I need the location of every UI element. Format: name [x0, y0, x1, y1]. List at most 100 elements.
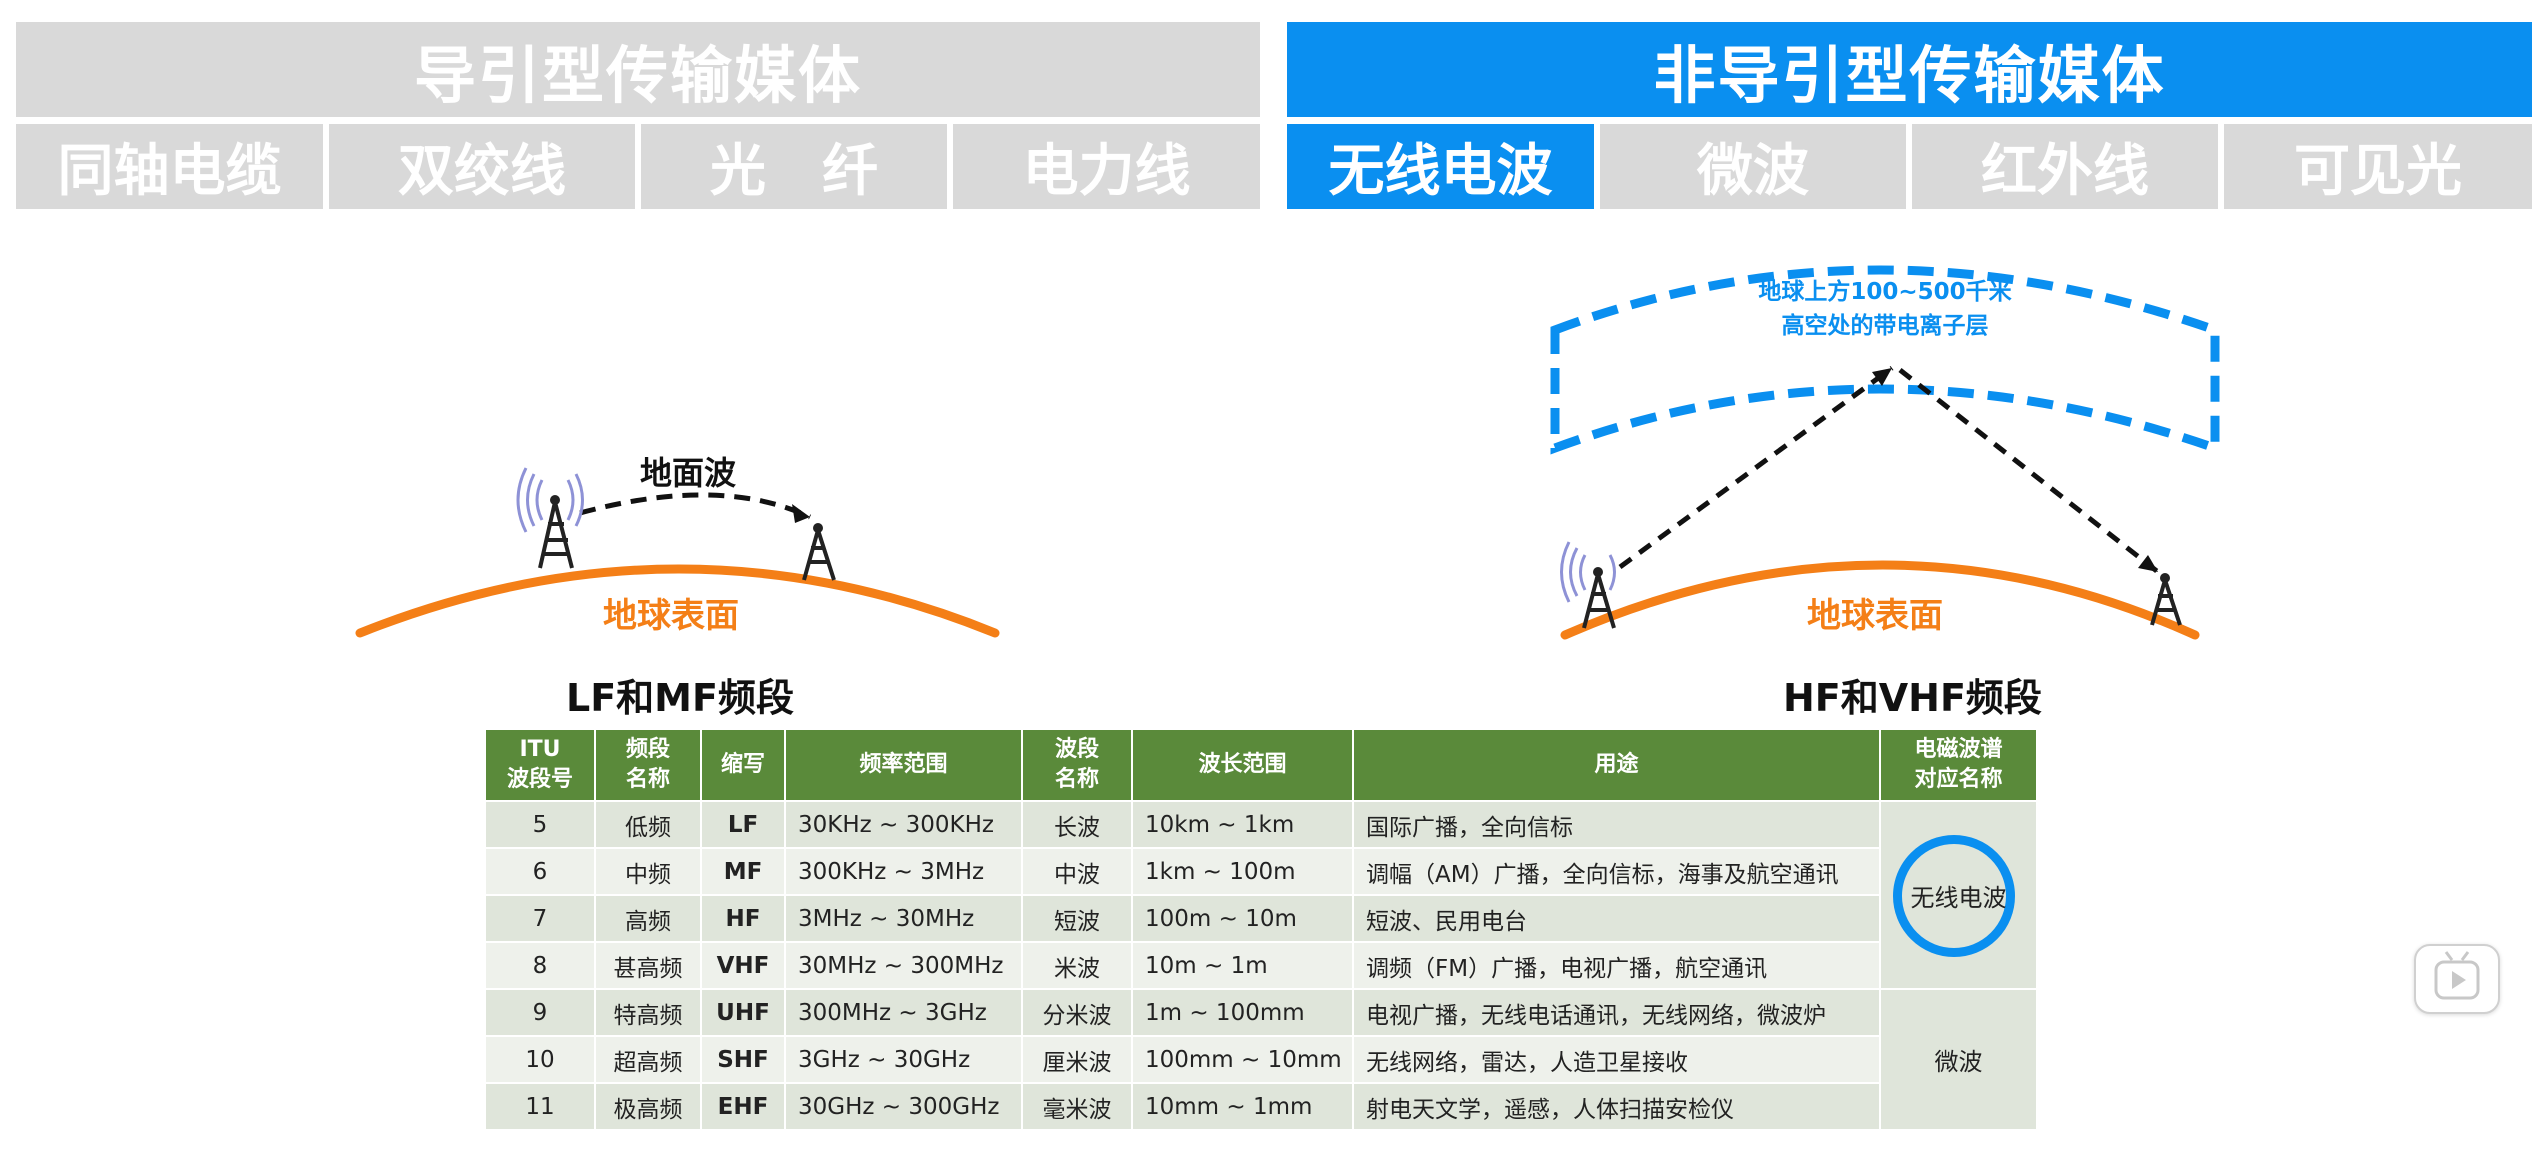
- cell-band: 甚高频: [594, 941, 702, 990]
- cell-freq: 30GHz ~ 300GHz: [784, 1082, 1023, 1131]
- header-abbreviation: 缩写: [700, 728, 786, 802]
- cell-abbr: HF: [700, 894, 786, 943]
- cell-freq: 30KHz ~ 300KHz: [784, 800, 1023, 849]
- header-wavelength-range: 波长范围: [1131, 728, 1354, 802]
- cell-band: 特高频: [594, 988, 702, 1037]
- radio-tower-icon: [1560, 541, 1616, 629]
- cell-usage: 调频（FM）广播，电视广播，航空通讯: [1352, 941, 1881, 990]
- earth-surface-curve: [1560, 560, 2200, 640]
- ground-wave-label: 地面波: [640, 454, 737, 492]
- cell-length: 10m ~ 1m: [1131, 941, 1354, 990]
- cell-abbr: UHF: [700, 988, 786, 1037]
- cell-group-microwave: 微波: [1879, 988, 2038, 1131]
- cell-freq: 300KHz ~ 3MHz: [784, 847, 1023, 896]
- tab-infrared[interactable]: 红外线: [1912, 124, 2218, 209]
- tab-radio-waves[interactable]: 无线电波: [1287, 124, 1594, 209]
- radio-tower-icon: [516, 467, 584, 569]
- cell-band: 极高频: [594, 1082, 702, 1131]
- header-band-name: 频段名称: [594, 728, 702, 802]
- cell-usage: 电视广播，无线电话通讯，无线网络，微波炉: [1352, 988, 1881, 1037]
- cell-num: 7: [484, 894, 596, 943]
- cell-abbr: SHF: [700, 1035, 786, 1084]
- cell-abbr: EHF: [700, 1082, 786, 1131]
- tab-optical-fiber[interactable]: 光 纤: [641, 124, 947, 209]
- cell-num: 8: [484, 941, 596, 990]
- cell-abbr: VHF: [700, 941, 786, 990]
- play-button[interactable]: [2414, 944, 2500, 1014]
- table-row: 7 高频 HF 3MHz ~ 30MHz 短波 100m ~ 10m 短波、民用…: [484, 894, 2037, 943]
- ionosphere-label-line2: 高空处的带电离子层: [1781, 313, 1989, 339]
- cell-length: 10mm ~ 1mm: [1131, 1082, 1354, 1131]
- radio-tower-icon: [2150, 573, 2182, 626]
- cell-group-radio: 无线电波: [1879, 800, 2038, 990]
- cell-band: 中频: [594, 847, 702, 896]
- cell-wave: 长波: [1021, 800, 1133, 849]
- cell-length: 1m ~ 100mm: [1131, 988, 1354, 1037]
- earth-surface-curve: [355, 564, 1000, 638]
- table-row: 9 特高频 UHF 300MHz ~ 3GHz 分米波 1m ~ 100mm 电…: [484, 988, 2038, 1131]
- cell-num: 11: [484, 1082, 596, 1131]
- cell-length: 100m ~ 10m: [1131, 894, 1354, 943]
- header-frequency-range: 频率范围: [784, 728, 1023, 802]
- play-button-icon: [2434, 951, 2480, 1000]
- earth-surface-label-right: 地球表面: [1807, 596, 1943, 636]
- cell-wave: 米波: [1021, 941, 1133, 990]
- table-row: 6 中频 MF 300KHz ~ 3MHz 中波 1km ~ 100m 调幅（A…: [484, 847, 2037, 896]
- header-wave-name: 波段名称: [1021, 728, 1133, 802]
- cell-freq: 3GHz ~ 30GHz: [784, 1035, 1023, 1084]
- table-row: 5 低频 LF 30KHz ~ 300KHz 长波 10km ~ 1km 国际广…: [484, 800, 2038, 990]
- cell-band: 超高频: [594, 1035, 702, 1084]
- table-row: 11 极高频 EHF 30GHz ~ 300GHz 毫米波 10mm ~ 1mm…: [484, 1082, 2037, 1131]
- cell-band: 低频: [594, 800, 702, 849]
- cell-usage: 短波、民用电台: [1352, 894, 1881, 943]
- tab-microwave[interactable]: 微波: [1600, 124, 1906, 209]
- guided-media-header: 导引型传输媒体: [16, 22, 1260, 117]
- header-spectrum-name: 电磁波谱对应名称: [1879, 728, 2038, 802]
- sky-wave-down-arrow: [1898, 368, 2160, 574]
- cell-usage: 国际广播，全向信标: [1352, 800, 1881, 849]
- cell-wave: 中波: [1021, 847, 1133, 896]
- cell-usage: 调幅（AM）广播，全向信标，海事及航空通讯: [1352, 847, 1881, 896]
- earth-surface-label-left: 地球表面: [603, 596, 739, 636]
- cell-num: 10: [484, 1035, 596, 1084]
- cell-freq: 30MHz ~ 300MHz: [784, 941, 1023, 990]
- sky-wave-up-arrow: [1618, 365, 1894, 570]
- radio-tower-icon: [802, 523, 836, 581]
- highlight-circle: [1893, 835, 2015, 957]
- cell-wave: 短波: [1021, 894, 1133, 943]
- cell-wave: 分米波: [1021, 988, 1133, 1037]
- cell-length: 10km ~ 1km: [1131, 800, 1354, 849]
- ionosphere-label-line1: 地球上方100~500千米: [1758, 279, 2012, 305]
- header-usage: 用途: [1352, 728, 1881, 802]
- cell-length: 100mm ~ 10mm: [1131, 1035, 1354, 1084]
- cell-num: 5: [484, 800, 596, 849]
- ionosphere-layer: [1550, 265, 2220, 455]
- cell-wave: 毫米波: [1021, 1082, 1133, 1131]
- cell-num: 6: [484, 847, 596, 896]
- ground-wave-arrow: [579, 492, 812, 520]
- ground-wave-diagram: [355, 467, 1000, 638]
- table-row: 8 甚高频 VHF 30MHz ~ 300MHz 米波 10m ~ 1m 调频（…: [484, 941, 2037, 990]
- cell-freq: 3MHz ~ 30MHz: [784, 894, 1023, 943]
- cell-wave: 厘米波: [1021, 1035, 1133, 1084]
- cell-freq: 300MHz ~ 3GHz: [784, 988, 1023, 1037]
- cell-abbr: MF: [700, 847, 786, 896]
- cell-usage: 无线网络，雷达，人造卫星接收: [1352, 1035, 1881, 1084]
- unguided-media-header: 非导引型传输媒体: [1287, 22, 2532, 117]
- sky-wave-diagram: [1550, 265, 2220, 640]
- cell-num: 9: [484, 988, 596, 1037]
- tab-twisted-pair[interactable]: 双绞线: [329, 124, 635, 209]
- tab-coaxial-cable[interactable]: 同轴电缆: [16, 124, 323, 209]
- cell-band: 高频: [594, 894, 702, 943]
- tab-visible-light[interactable]: 可见光: [2224, 124, 2532, 209]
- table-row: 10 超高频 SHF 3GHz ~ 30GHz 厘米波 100mm ~ 10mm…: [484, 1035, 2037, 1084]
- tab-power-line[interactable]: 电力线: [953, 124, 1260, 209]
- lf-mf-caption: LF和MF频段: [566, 676, 794, 720]
- cell-abbr: LF: [700, 800, 786, 849]
- hf-vhf-caption: HF和VHF频段: [1783, 676, 2042, 720]
- cell-length: 1km ~ 100m: [1131, 847, 1354, 896]
- cell-usage: 射电天文学，遥感，人体扫描安检仪: [1352, 1082, 1881, 1131]
